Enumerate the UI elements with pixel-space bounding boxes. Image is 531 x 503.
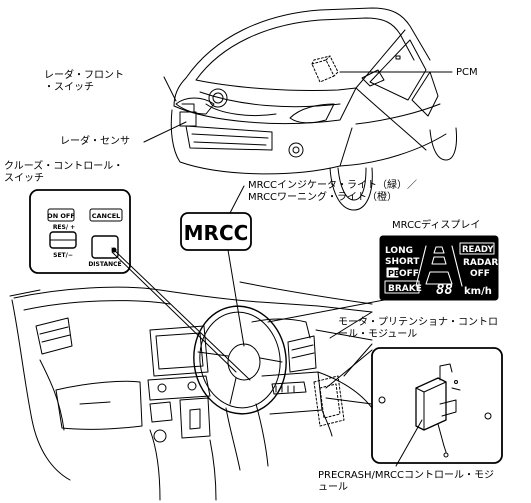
module-callout (371, 347, 503, 464)
mrcc-indicator-text: MRCC (184, 221, 249, 245)
display-unit: km/h (464, 286, 492, 297)
leader-mrcc-display (267, 299, 385, 323)
display-radar: RADAR (463, 258, 498, 268)
display-long: LONG (385, 246, 413, 256)
car-illustration (170, 7, 457, 211)
label-mrcc-display: MRCCディスプレイ (392, 220, 481, 231)
leader-cruise-switch-2 (111, 251, 237, 373)
label-pcm: PCM (456, 67, 478, 78)
display-off-right: OFF (470, 269, 490, 279)
leader-mrcc-indicator (229, 185, 245, 214)
leader-module-top (325, 349, 373, 389)
leader-radar-front-switch (163, 76, 177, 102)
cancel-label: CANCEL (92, 212, 121, 220)
resume-label: RES/ + (53, 224, 75, 231)
mrcc-indicator-frame (180, 212, 252, 251)
leader-radar-sensor (143, 121, 187, 143)
display-car-icons (415, 245, 463, 287)
leader-motor-pretensioner (343, 343, 373, 377)
display-off-left: OFF (399, 269, 419, 279)
display-digits: 88 (436, 282, 453, 298)
set-label: SET/− (53, 252, 73, 259)
ready-box (459, 242, 495, 255)
mrcc-display-panel (379, 235, 499, 301)
label-radar-front-switch: レーダ・フロント ・スイッチ (44, 70, 124, 93)
display-short: SHORT (385, 257, 420, 267)
display-pb: PB (388, 269, 400, 278)
label-motor-pretensioner: モータ・プリテンショナ・コントロ ール・モジュール (338, 317, 498, 340)
display-brake: BRAKE (388, 284, 422, 294)
on-off-label: ON OFF (47, 212, 75, 220)
label-radar-sensor: レーダ・センサ (60, 136, 130, 147)
label-cruise-switch: クルーズ・コントロール・ スイッチ (4, 161, 124, 184)
leader-precrash-module (395, 419, 423, 467)
leader-module-bottom (325, 397, 373, 405)
label-precrash-module: PRECRASH/MRCCコントロール・モジ ュール (318, 470, 494, 493)
leader-mrcc-indicator-dash (227, 249, 245, 347)
leader-cruise-switch (111, 247, 251, 381)
pb-box (386, 267, 399, 278)
dashboard-illustration (9, 281, 373, 501)
label-mrcc-indicator: MRCCインジケータ・ライト（緑）／ MRCCワーニング・ライト（橙） (248, 180, 418, 203)
brake-box (384, 280, 420, 294)
display-ready: READY (462, 245, 494, 255)
distance-label: DISTANCE (88, 261, 121, 268)
